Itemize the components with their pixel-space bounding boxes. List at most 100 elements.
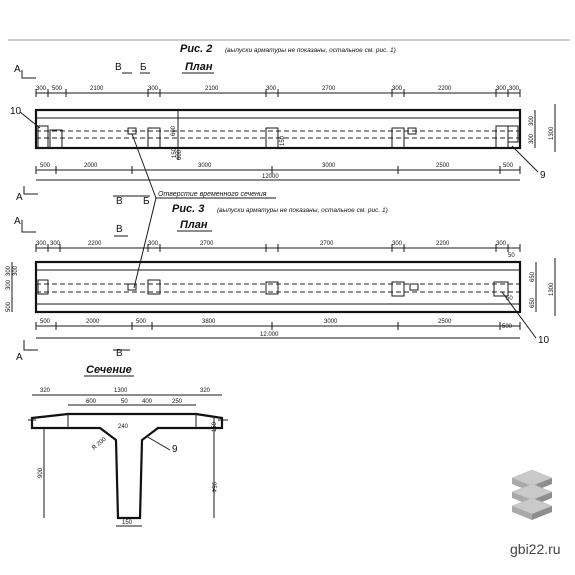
- fig3-ldim-300a: 300: [6, 265, 12, 276]
- fig2-hole-leader: [131, 133, 157, 199]
- fig3-mark-a-bottom: А: [16, 352, 23, 363]
- fig3-mark-a-top: А: [14, 216, 21, 227]
- fig2-callout-10-leader: [19, 111, 41, 129]
- fig3-dim-300a: 300: [36, 241, 47, 247]
- fig2-dim-300f: 300: [509, 86, 520, 92]
- fig2-dim-300a: 300: [36, 86, 47, 92]
- fig3-dim-300c: 300: [148, 241, 159, 247]
- fig3-slab-outline: [34, 260, 522, 314]
- fig2-bdim-3000a: 3000: [198, 163, 212, 169]
- fig2-dim-300c: 300: [266, 86, 277, 92]
- section-dim-900: 900: [38, 467, 44, 478]
- fig2-bdim-3000b: 3000: [322, 163, 336, 169]
- fig2-callout-9-leader: [511, 145, 539, 173]
- fig2-plan-label: План: [185, 61, 213, 73]
- fig2-dim-2200: 2200: [438, 86, 452, 92]
- fig2-dim-2700: 2700: [322, 86, 336, 92]
- fig3-dim-300e: 300: [496, 241, 507, 247]
- fig2-note: (выпуски арматуры не показаны, остальное…: [225, 47, 396, 54]
- fig3-ldim-300b: 300: [6, 279, 12, 290]
- section-dim-1300: 1300: [114, 388, 128, 394]
- fig3-ldim-300c: 300: [13, 265, 19, 276]
- section-callout-9: 9: [172, 444, 178, 455]
- fig3-mark-b-top: В: [116, 224, 123, 235]
- fig2-total: 12000: [262, 174, 279, 180]
- section-dim-150-bottom: 150: [122, 520, 133, 526]
- fig2-dim-2100b: 2100: [205, 86, 219, 92]
- fig2-mark-a-top-arrow: [21, 70, 36, 79]
- fig3-total: 12.000: [260, 332, 279, 338]
- fig3-mark-a-top-arrow: [21, 220, 36, 233]
- fig3-rdim-650b: 650: [530, 297, 536, 308]
- section-dim-400: 400: [142, 399, 153, 405]
- fig2-callout-9: 9: [540, 170, 546, 181]
- fig3-hole-leader: [133, 197, 157, 289]
- fig2-dim-600b: 600: [177, 149, 183, 160]
- fig2-title: Рис. 2: [180, 43, 212, 55]
- fig2-dim-side-1300: 1300: [549, 126, 555, 140]
- stacked-slabs-icon: [511, 469, 553, 520]
- fig2-callout-10: 10: [10, 106, 22, 117]
- fig2-mark-a-bottom-arrow: [23, 186, 38, 195]
- fig3-rdim-1300: 1300: [549, 282, 555, 296]
- section-callout-9-leader: [145, 435, 171, 451]
- fig3-bottom-ticks: [35, 322, 521, 330]
- fig2-dim-150a: 150: [172, 147, 178, 158]
- fig3-bdim-2000: 2000: [86, 319, 100, 325]
- fig3-bdim-3800: 3800: [202, 319, 216, 325]
- fig2-bdim-2000: 2000: [84, 163, 98, 169]
- fig3-group: Рис. 3 (выпуски арматуры не показаны, ос…: [6, 203, 556, 363]
- fig2-bdim-500a: 500: [40, 163, 51, 169]
- fig3-dim-2700a: 2700: [200, 241, 214, 247]
- fig3-dim-2200a: 2200: [88, 241, 102, 247]
- fig3-dim-300d: 300: [392, 241, 403, 247]
- fig3-bdim-500c: 500: [502, 324, 513, 330]
- fig2-bdim-500b: 500: [503, 163, 514, 169]
- section-dim-954: 954: [210, 482, 216, 493]
- section-dim-320b: 320: [200, 388, 211, 394]
- fig3-ribs: [37, 279, 509, 297]
- fig2-hole-label: Отверстие временного сечения: [158, 191, 267, 198]
- fig2-dim-side-300b: 300: [529, 133, 535, 144]
- fig2-mark-v-bottom: Б: [143, 196, 150, 207]
- fig2-dim-300e: 300: [496, 86, 507, 92]
- fig3-dim-2700b: 2700: [320, 241, 334, 247]
- fig3-bdim-2500: 2500: [438, 319, 452, 325]
- fig2-mark-a-bottom: А: [16, 192, 23, 203]
- fig3-title: Рис. 3: [172, 203, 204, 215]
- watermark-text: gbi22.ru: [510, 541, 561, 557]
- fig3-dim-50: 50: [508, 253, 515, 259]
- fig3-mark-a-bottom-arrow: [23, 340, 38, 351]
- section-dim-50: 50: [121, 399, 128, 405]
- fig2-bottom-ticks: [35, 166, 521, 174]
- fig3-callout-10: 10: [538, 335, 550, 346]
- section-dim-240: 240: [118, 424, 129, 430]
- fig3-top-ticks: [35, 244, 521, 252]
- fig2-mark-b-bottom: В: [116, 196, 123, 207]
- section-dim-320a: 320: [40, 388, 51, 394]
- fig2-mark-v-top: Б: [140, 62, 147, 73]
- fig2-dim-2100a: 2100: [90, 86, 104, 92]
- fig3-note: (выпуски арматуры не показаны, остальное…: [217, 207, 388, 214]
- fig3-callout-10-leader: [501, 291, 537, 339]
- fig2-group: Рис. 2 (выпуски арматуры не показаны, ос…: [10, 43, 556, 289]
- fig3-bdim-500b: 500: [136, 319, 147, 325]
- fig3-mark-b-bottom: В: [116, 348, 123, 359]
- section-dim-250: 250: [172, 399, 183, 405]
- section-group: Сечение 320 1300 320 600 50 400 250 240 …: [28, 364, 228, 527]
- fig2-dim-300b: 300: [148, 86, 159, 92]
- fig2-dim-300d: 300: [392, 86, 403, 92]
- fig2-top-ticks: [35, 89, 521, 97]
- fig2-bdim-2500: 2500: [436, 163, 450, 169]
- fig3-plan-label: План: [180, 219, 208, 231]
- fig3-dim-300b: 300: [50, 241, 61, 247]
- fig2-dim-500a: 500: [52, 86, 63, 92]
- section-title: Сечение: [86, 364, 132, 376]
- fig2-mark-b-top: В: [115, 62, 122, 73]
- fig2-mark-a-top: А: [14, 64, 21, 75]
- fig2-dim-600a: 600: [171, 125, 177, 136]
- fig3-dim-2200b: 2200: [436, 241, 450, 247]
- fig3-rdim-650a: 650: [530, 271, 536, 282]
